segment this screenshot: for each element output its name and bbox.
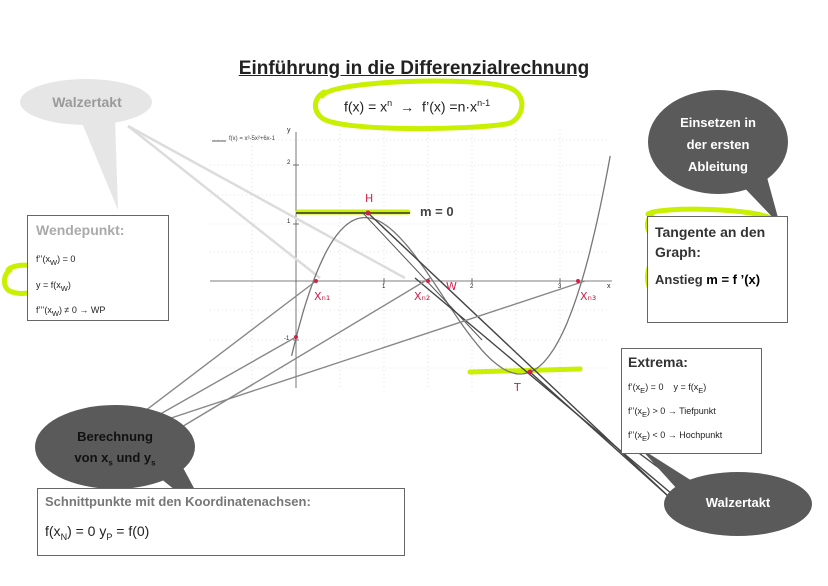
tick-y-2: 2 xyxy=(287,160,291,166)
wp-l3-sub: W xyxy=(51,309,59,319)
page-title: Einführung in die Differenzialrechnung xyxy=(238,58,590,79)
bl-mid: und y xyxy=(112,450,152,465)
schnittpunkte-heading: Schnittpunkte mit den Koordinatenachsen: xyxy=(45,494,311,509)
handwritten-w: W xyxy=(446,280,457,293)
wp-l2-pre: y = f(x xyxy=(36,280,61,291)
formula-right-exponent: n-1 xyxy=(477,98,491,108)
wp-l1-sub: W xyxy=(50,257,58,267)
handwritten-xn1: Xₙ₁ xyxy=(314,290,331,303)
wendepunkt-line1: f’’(xW) = 0 xyxy=(36,254,160,267)
schnittpunkte-line: f(xN) = 0 yP = f(0) xyxy=(45,523,397,542)
graph-axes xyxy=(210,132,612,388)
wendepunkt-line3: f’’’(xW) ≠ 0 → WP xyxy=(36,305,160,318)
bubble-bottom-left-line1: Berechnung xyxy=(77,429,153,444)
ex-l1-pre: f’(x xyxy=(628,382,641,392)
wp-l3-post: ) ≠ 0 → WP xyxy=(58,305,106,316)
wp-l3-pre: f’’’(x xyxy=(36,305,52,316)
extrema-line3: f’’(xE) < 0 → Hochpunkt xyxy=(628,430,755,443)
ex-l2-sub: E xyxy=(642,409,648,419)
function-curve xyxy=(290,155,611,375)
bubble-bottom-left-line2: von xs und ys xyxy=(40,447,190,474)
bubble-top-right-line3: Ableitung xyxy=(688,159,748,174)
axis-x-label: x xyxy=(607,283,611,290)
connector-lines-gray xyxy=(117,277,586,441)
ex-l1x-sub: E xyxy=(698,385,704,395)
tangente-heading1: Tangente an den xyxy=(655,224,766,240)
sp-pre: f(x xyxy=(45,523,61,539)
bl-pre: von x xyxy=(74,450,109,465)
sp-sub2: P xyxy=(106,531,113,542)
bl-sub1: s xyxy=(108,458,113,468)
handwritten-xn2: Xₙ₂ xyxy=(414,290,431,303)
ex-l2-post: ) > 0 → Tiefpunkt xyxy=(647,406,716,417)
tick-y-neg1: -1 xyxy=(284,336,290,342)
tangente-box: Tangente an den Graph: Anstieg m = f ’(x… xyxy=(647,216,788,323)
ex-l1x-post: ) xyxy=(703,382,707,392)
tangente-heading2: Graph: xyxy=(655,244,701,260)
bl-sub2: s xyxy=(151,458,156,468)
wp-l1-post: ) = 0 xyxy=(57,254,76,264)
bubble-top-right xyxy=(648,90,788,225)
sp-post: = f(0) xyxy=(112,523,150,539)
handwritten-h: H xyxy=(365,192,374,205)
point-markers xyxy=(294,210,580,375)
bubble-bottom-right-text: Walzertakt xyxy=(705,495,771,510)
tick-x-3: 3 xyxy=(558,284,562,290)
ex-l3-post: ) < 0 → Hochpunkt xyxy=(647,430,723,441)
tick-x-1: 1 xyxy=(382,284,386,290)
formula-arrow: → xyxy=(400,98,415,115)
bubble-bottom-left-text: Berechnung von xs und ys xyxy=(40,426,190,474)
wendepunkt-line2: y = f(xW) xyxy=(36,280,160,293)
tick-y-1: 1 xyxy=(287,219,291,225)
ex-l3-sub: E xyxy=(642,434,648,444)
slope-zero-label: m = 0 xyxy=(420,204,454,219)
formula-left-exponent: n xyxy=(387,98,393,108)
tangente-line-formula: m = f ’(x) xyxy=(706,272,761,287)
derivative-formula: f(x) = xn → f’(x) =n·xn-1 xyxy=(344,98,490,115)
bubble-top-right-line1: Einsetzen in xyxy=(680,115,756,130)
handwritten-t: T xyxy=(514,381,521,394)
extrema-line2: f’’(xE) > 0 → Tiefpunkt xyxy=(628,406,755,419)
formula-right: f’(x) =n·x xyxy=(421,98,478,115)
wp-l1-pre: f’’(x xyxy=(36,254,50,264)
ex-l1-post: ) = 0 xyxy=(645,382,664,392)
ex-l3-pre: f’’(x xyxy=(628,430,642,441)
axis-y-label: y xyxy=(287,127,291,134)
wendepunkt-box: Wendepunkt: f’’(xW) = 0 y = f(xW) f’’’(x… xyxy=(27,215,169,321)
ex-l1x-pre: y = f(x xyxy=(673,382,699,392)
tick-x-2: 2 xyxy=(470,284,474,290)
tangent-line-w xyxy=(361,211,483,341)
ex-l1-sub: E xyxy=(640,385,646,395)
wp-l2-sub: W xyxy=(60,283,68,293)
bubble-top-left-text: Walzertakt xyxy=(52,94,122,110)
axis-ticks xyxy=(293,164,561,341)
wendepunkt-heading: Wendepunkt: xyxy=(36,222,125,238)
handwritten-xn3: Xₙ₃ xyxy=(580,290,597,303)
bubble-top-right-text: Einsetzen in der ersten Ableitung xyxy=(650,112,786,178)
sp-mid: ) = 0 y xyxy=(67,523,107,539)
formula-left: f(x) = x xyxy=(344,98,388,115)
bubble-bottom-right xyxy=(640,448,812,536)
tangente-line-pre: Anstieg xyxy=(655,272,707,287)
schnittpunkte-box: Schnittpunkte mit den Koordinatenachsen:… xyxy=(37,488,405,556)
bubble-top-right-line2: der ersten xyxy=(686,137,750,152)
graph-grid xyxy=(210,130,610,390)
sp-sub1: N xyxy=(60,531,68,542)
bubble-top-left xyxy=(20,79,152,210)
connector-lines-light xyxy=(127,124,406,280)
ex-l2-pre: f’’(x xyxy=(628,406,642,417)
tangente-line: Anstieg m = f ’(x) xyxy=(655,272,780,287)
wp-l2-post: ) xyxy=(67,280,71,291)
graph-legend: f(x) = x³-5x²+6x-1 xyxy=(229,136,276,142)
extrema-heading: Extrema: xyxy=(628,354,688,370)
